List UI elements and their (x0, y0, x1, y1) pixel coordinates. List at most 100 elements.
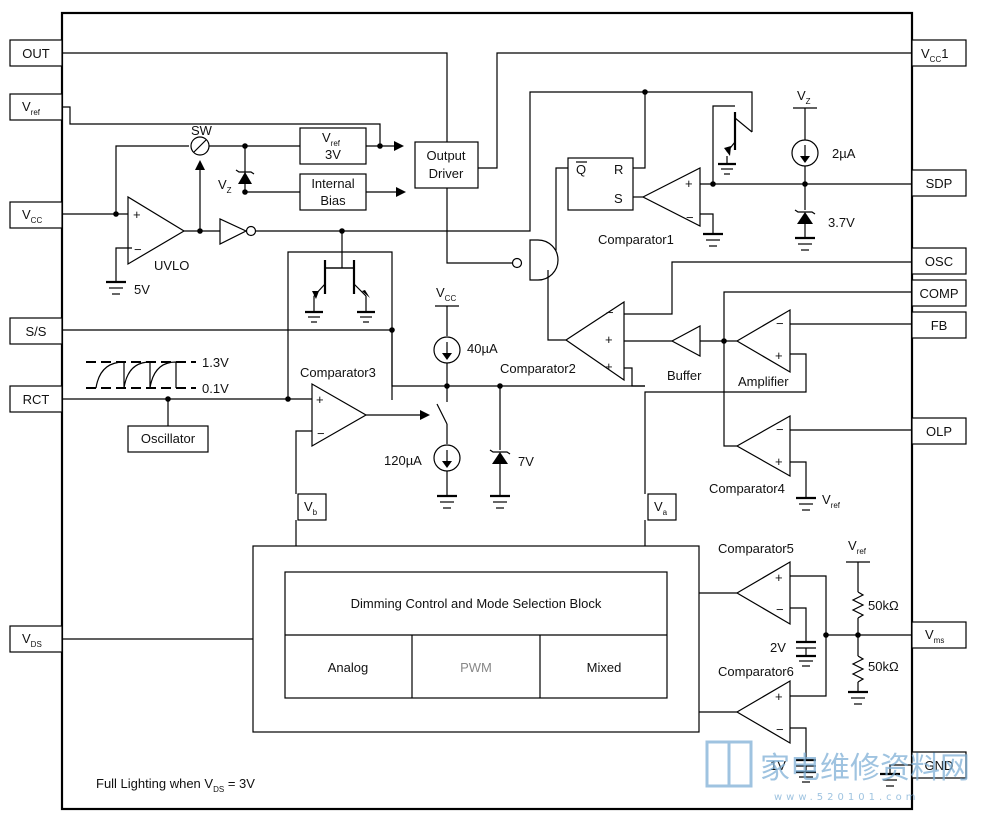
svg-text:2µA: 2µA (832, 146, 856, 161)
svg-text:Vref: Vref (822, 492, 841, 510)
pin-gnd: GND (911, 751, 967, 779)
pin-vcc1: VCC1 (911, 39, 967, 67)
oscillator-block: Oscillator (127, 425, 209, 453)
nand-gate (511, 239, 559, 281)
switch-120ua: 120µA (384, 386, 461, 509)
svg-text:Driver: Driver (429, 166, 464, 181)
pin-ss: S/S (9, 317, 63, 345)
svg-text:FB: FB (931, 318, 948, 333)
svg-text:+: + (775, 689, 783, 704)
comparator-3: + − Comparator3 (300, 365, 376, 448)
zener-vz-left: VZ (218, 169, 255, 195)
svg-text:+: + (133, 207, 141, 222)
svg-text:50kΩ: 50kΩ (868, 598, 899, 613)
inverter-uvlo (219, 218, 257, 245)
va-block: Va (647, 493, 677, 521)
pin-osc: OSC (911, 247, 967, 275)
svg-text:−: − (686, 210, 694, 225)
svg-text:Comparator2: Comparator2 (500, 361, 576, 376)
svg-text:S: S (614, 191, 623, 206)
svg-text:−: − (776, 422, 784, 437)
svg-text:−: − (776, 602, 784, 617)
pin-rct: RCT (9, 385, 63, 413)
svg-text:+: + (775, 348, 783, 363)
svg-text:Vms: Vms (925, 627, 944, 645)
svg-text:VCC: VCC (22, 207, 42, 225)
svg-text:120µA: 120µA (384, 453, 422, 468)
svg-text:VCC1: VCC1 (921, 46, 948, 64)
svg-text:Internal: Internal (311, 176, 354, 191)
sdp-transistor (712, 105, 753, 184)
mode-analog: Analog (328, 660, 368, 675)
svg-text:5V: 5V (134, 282, 150, 297)
svg-text:www.520101.com: www.520101.com (774, 792, 920, 803)
svg-text:OUT: OUT (22, 46, 50, 61)
svg-text:50kΩ: 50kΩ (868, 659, 899, 674)
svg-text:UVLO: UVLO (154, 258, 189, 273)
pin-out: OUT (9, 39, 63, 67)
svg-text:Comparator5: Comparator5 (718, 541, 794, 556)
source-2v: 2V (770, 640, 816, 667)
zener-3v7: 3.7V (794, 184, 855, 251)
svg-text:Output: Output (426, 148, 465, 163)
svg-text:7V: 7V (518, 454, 534, 469)
svg-text:VZ: VZ (797, 88, 811, 106)
vcc-40ua-source: VCC 40µA (433, 285, 498, 386)
svg-text:GND: GND (925, 758, 954, 773)
amplifier: − + Amplifier (735, 308, 791, 389)
svg-text:SDP: SDP (926, 176, 953, 191)
svg-text:+: + (775, 570, 783, 585)
svg-text:3.7V: 3.7V (828, 215, 855, 230)
resistor-divider: Vref 50kΩ 50kΩ (846, 538, 899, 705)
svg-text:+: + (685, 176, 693, 191)
pin-sdp: SDP (911, 169, 967, 197)
pin-comp: COMP (911, 279, 967, 307)
svg-text:Comparator4: Comparator4 (709, 481, 785, 496)
svg-text:Vref: Vref (322, 130, 341, 148)
ground-uvlo-5v: 5V (106, 280, 150, 297)
svg-text:+: + (605, 332, 613, 347)
svg-text:−: − (317, 426, 325, 441)
pin-vcc: VCC (9, 201, 63, 229)
svg-text:VDS: VDS (22, 631, 42, 649)
vref-c4-source: Vref (796, 492, 841, 511)
pin-fb: FB (911, 311, 967, 339)
pin-vds: VDS (9, 625, 63, 653)
svg-text:40µA: 40µA (467, 341, 498, 356)
vz-2ua-source: VZ 2µA (791, 88, 856, 184)
internal-bias-block: Internal Bias (299, 173, 367, 211)
svg-text:−: − (134, 242, 142, 257)
svg-text:SW: SW (191, 123, 213, 138)
comparator-1: + − Comparator1 (598, 167, 701, 247)
svg-text:COMP: COMP (920, 286, 959, 301)
svg-text:Oscillator: Oscillator (141, 431, 196, 446)
svg-text:−: − (776, 722, 784, 737)
svg-text:OSC: OSC (925, 254, 953, 269)
svg-text:Bias: Bias (320, 193, 346, 208)
mode-mixed: Mixed (587, 660, 622, 675)
watermark: 家电维修资料网 www.520101.com (705, 740, 970, 803)
svg-text:+: + (316, 392, 324, 407)
sr-flipflop: Q R S (567, 157, 634, 211)
svg-text:Vref: Vref (848, 538, 867, 556)
svg-text:−: − (776, 316, 784, 331)
svg-text:Vb: Vb (304, 499, 318, 517)
svg-text:1V: 1V (770, 758, 786, 773)
svg-text:Comparator3: Comparator3 (300, 365, 376, 380)
svg-text:−: − (606, 305, 614, 320)
svg-text:Comparator6: Comparator6 (718, 664, 794, 679)
svg-text:+: + (775, 454, 783, 469)
uvlo-comparator: + − UVLO (127, 195, 189, 273)
svg-text:VCC: VCC (436, 285, 456, 303)
vb-block: Vb (297, 493, 327, 521)
svg-text:家电维修资料网: 家电维修资料网 (760, 751, 970, 786)
svg-text:Comparator1: Comparator1 (598, 232, 674, 247)
svg-text:S/S: S/S (26, 324, 47, 339)
vref-3v-block: Vref 3V (299, 127, 367, 165)
svg-text:Dimming Control and Mode Selec: Dimming Control and Mode Selection Block (351, 596, 602, 611)
comparator-5: + − Comparator5 (718, 541, 794, 626)
transistor-pair (287, 251, 393, 400)
output-driver-block: Output Driver (414, 141, 479, 189)
svg-text:RCT: RCT (23, 392, 50, 407)
comparator-6: + − Comparator6 (718, 664, 794, 745)
